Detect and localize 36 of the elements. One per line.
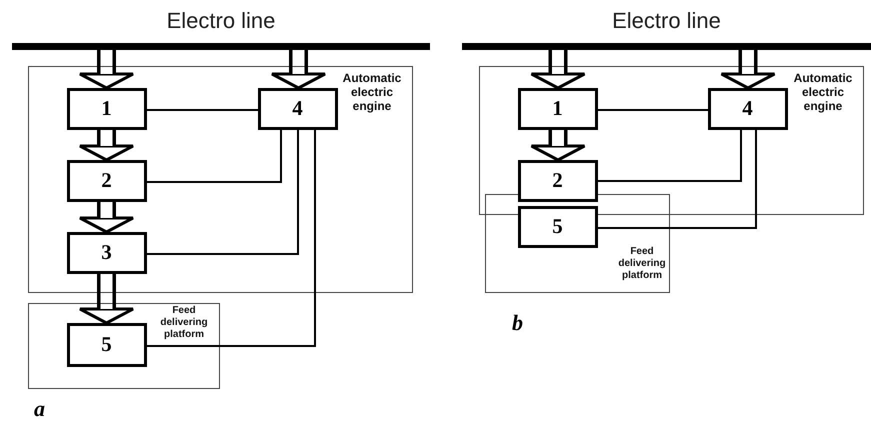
frame-title: Automatic electric engine bbox=[792, 71, 854, 113]
line-label: Electro line bbox=[166, 8, 276, 34]
unit-frame bbox=[485, 194, 670, 293]
unit-frame bbox=[479, 66, 864, 215]
numbered-block: 5 bbox=[66, 322, 146, 366]
numbered-block: 5 bbox=[518, 206, 598, 248]
hollow-arrow bbox=[720, 50, 776, 90]
line-label: Electro line bbox=[611, 8, 722, 34]
connector-line bbox=[598, 130, 757, 229]
hollow-arrow bbox=[78, 50, 134, 90]
numbered-block: 2 bbox=[518, 160, 598, 202]
connector-line bbox=[147, 109, 258, 111]
connector-line bbox=[147, 130, 299, 255]
connector-line bbox=[147, 130, 316, 347]
numbered-block: 3 bbox=[66, 232, 146, 274]
panel-letter: a bbox=[34, 396, 45, 422]
unit-frame bbox=[28, 66, 413, 293]
unit-frame bbox=[28, 303, 220, 389]
connector-line bbox=[598, 109, 708, 111]
hollow-arrow bbox=[530, 130, 586, 162]
numbered-block: 2 bbox=[66, 160, 146, 202]
hollow-arrow bbox=[78, 202, 134, 234]
hollow-arrow bbox=[530, 50, 586, 90]
connector-line bbox=[598, 130, 742, 182]
numbered-block: 4 bbox=[258, 88, 338, 130]
connector-line bbox=[147, 130, 282, 183]
panel-letter: b bbox=[512, 310, 523, 336]
numbered-block: 1 bbox=[66, 88, 146, 130]
hollow-arrow bbox=[270, 50, 326, 90]
frame-title: Feed delivering platform bbox=[159, 305, 209, 341]
frame-title: Automatic electric engine bbox=[342, 71, 402, 113]
numbered-block: 1 bbox=[518, 88, 598, 130]
hollow-arrow bbox=[78, 130, 134, 162]
hollow-arrow bbox=[78, 274, 134, 324]
frame-title: Feed delivering platform bbox=[617, 246, 667, 282]
numbered-block: 4 bbox=[708, 88, 788, 130]
